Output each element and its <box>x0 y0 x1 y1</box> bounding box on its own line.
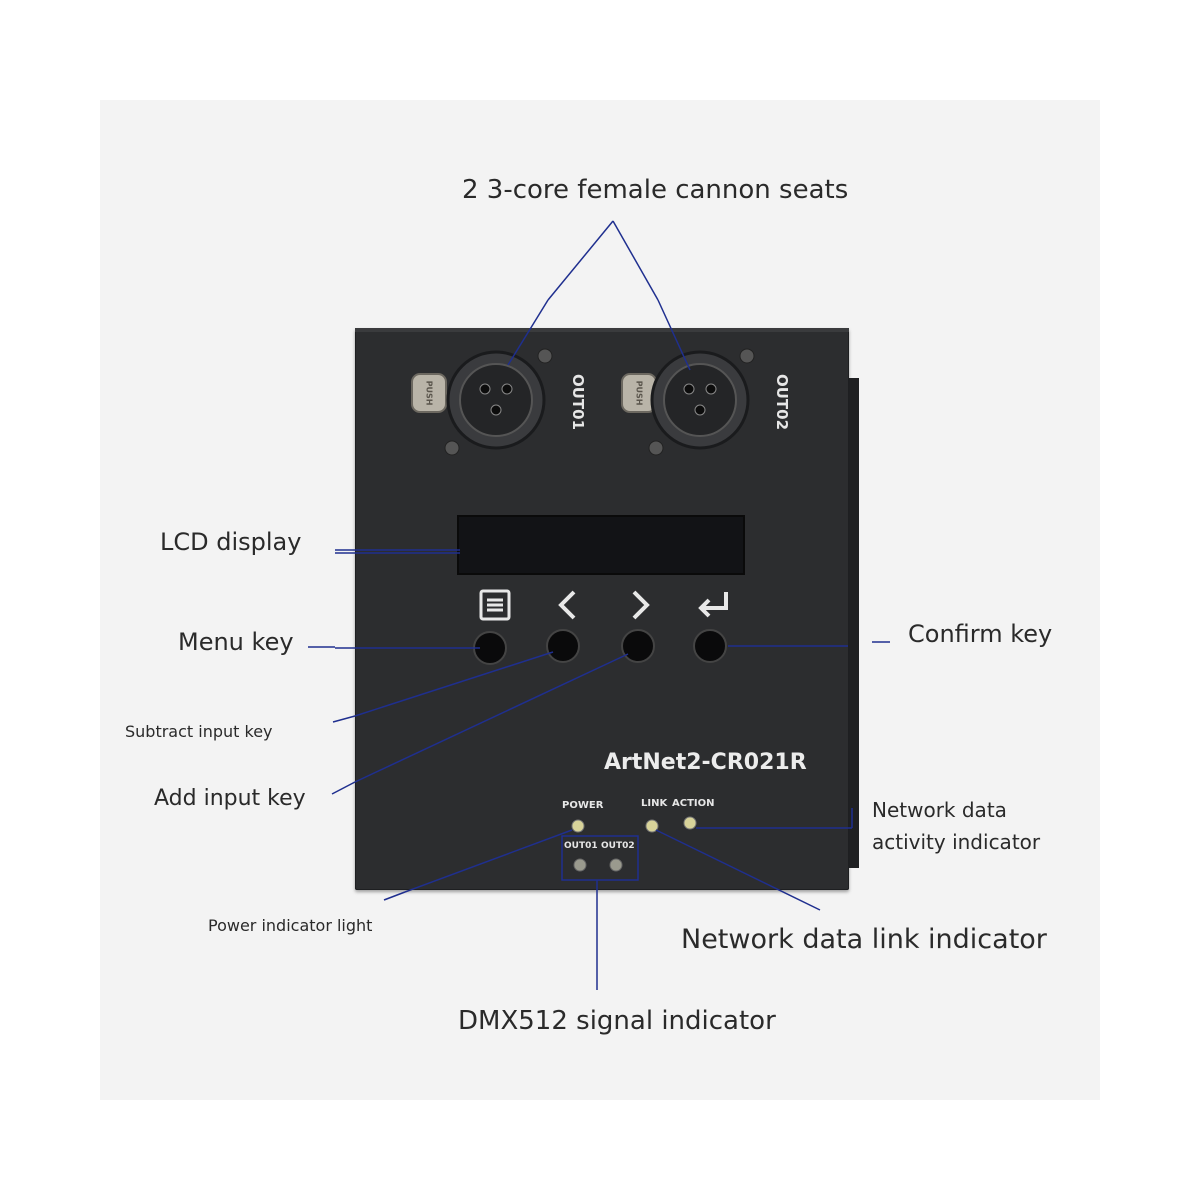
enter-icon <box>698 592 728 618</box>
chevron-right-icon <box>632 590 650 620</box>
link-label: LINK <box>641 798 668 809</box>
power-label: POWER <box>562 800 604 811</box>
out1-led-label: OUT01 <box>564 841 598 851</box>
leader-lines <box>308 220 890 990</box>
push-tab-text-1: PUSH <box>424 380 434 406</box>
label-network-activity-line1: Network data <box>872 798 1007 822</box>
label-lcd-display: LCD display <box>160 528 302 556</box>
out2-led <box>609 858 623 872</box>
chevron-left-icon <box>558 590 576 620</box>
add-key-button[interactable] <box>621 629 655 663</box>
label-add-key: Add input key <box>154 786 306 811</box>
link-led <box>645 819 659 833</box>
xlr-connector-out1 <box>411 348 553 456</box>
label-subtract-key: Subtract input key <box>125 722 273 741</box>
label-dmx-indicator: DMX512 signal indicator <box>458 1006 776 1036</box>
label-menu-key: Menu key <box>178 628 294 656</box>
out2-led-label: OUT02 <box>601 841 635 851</box>
label-network-link: Network data link indicator <box>681 924 1047 955</box>
model-name: ArtNet2-CR021R <box>604 750 807 775</box>
lcd-screen <box>457 515 745 575</box>
artnet-device <box>355 328 859 890</box>
action-led <box>683 816 697 830</box>
out1-port-label: OUT01 <box>569 373 587 431</box>
label-confirm-key: Confirm key <box>908 620 1053 648</box>
power-led <box>571 819 585 833</box>
out2-port-label: OUT02 <box>773 373 791 431</box>
label-network-activity-line2: activity indicator <box>872 830 1041 854</box>
menu-icon <box>479 589 511 621</box>
push-tab-text-2: PUSH <box>634 380 644 406</box>
xlr-connector-out2 <box>621 348 755 456</box>
dmx-led-highlight-box <box>561 835 639 881</box>
label-cannon-seats: 2 3-core female cannon seats <box>462 175 849 205</box>
label-power-indicator: Power indicator light <box>208 916 373 935</box>
action-label: ACTION <box>672 798 715 809</box>
out1-led <box>573 858 587 872</box>
confirm-key-button[interactable] <box>693 629 727 663</box>
subtract-key-button[interactable] <box>546 629 580 663</box>
